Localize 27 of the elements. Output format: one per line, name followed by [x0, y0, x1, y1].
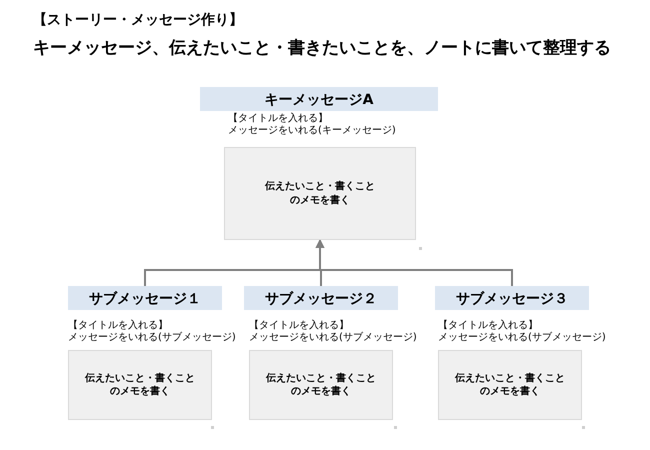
note-text: メッセージをいれる(キーメッセージ)	[228, 125, 396, 137]
heading-text: サブメッセージ２	[265, 291, 377, 307]
header-band	[68, 286, 222, 310]
heading-text: キーメッセージA	[264, 92, 374, 108]
memo-box	[224, 147, 416, 240]
note-text: 【タイトルを入れる】	[68, 320, 168, 332]
title-text: 【ストーリー・メッセージ作り】	[33, 11, 243, 29]
note-text: 【タイトルを入れる】	[249, 320, 349, 332]
note-text: 【タイトルを入れる】	[438, 320, 538, 332]
memo-text: 伝えたいこと・書くことのメモを書く	[264, 180, 376, 207]
note-text: メッセージをいれる(サブメッセージ)	[249, 332, 417, 344]
heading-text: サブメッセージ３	[456, 291, 568, 307]
subtitle-text: キーメッセージ、伝えたいこと・書きたいことを、ノートに書いて整理する	[33, 37, 611, 59]
memo-box	[438, 350, 582, 420]
memo-box	[249, 350, 393, 420]
header-band	[244, 286, 398, 310]
note-text: 【タイトルを入れる】	[228, 113, 328, 125]
note-text: メッセージをいれる(サブメッセージ)	[438, 332, 606, 344]
memo-text: 伝えたいこと・書くことのメモを書く	[265, 372, 377, 398]
connector-arrow	[316, 239, 513, 286]
memo-text: 伝えたいこと・書くことのメモを書く	[84, 372, 196, 398]
note-text: メッセージをいれる(サブメッセージ)	[68, 332, 236, 344]
header-band	[435, 286, 589, 310]
heading-text: サブメッセージ１	[89, 291, 201, 307]
header-band	[200, 87, 438, 111]
memo-text: 伝えたいこと・書くことのメモを書く	[454, 372, 566, 398]
memo-box	[68, 350, 212, 420]
